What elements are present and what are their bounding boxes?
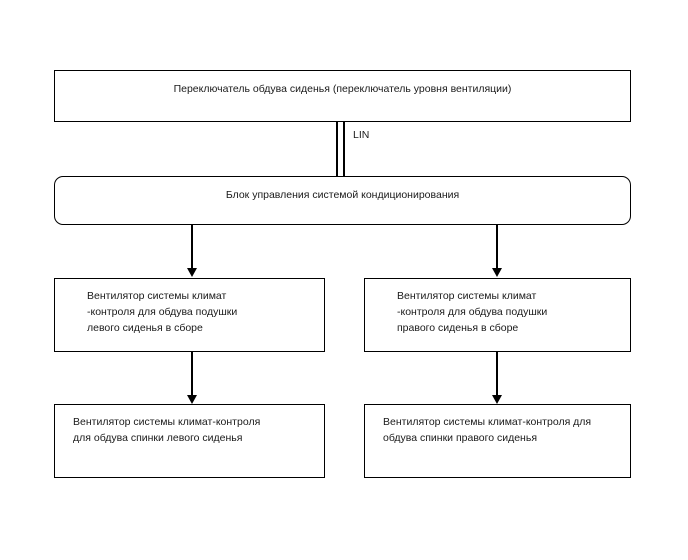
lin-bus-line-right	[343, 122, 346, 177]
arrow-control-to-left-cushion-line	[191, 225, 193, 269]
lin-bus-label: LIN	[353, 129, 370, 141]
node-right-seat-cushion-fan: Вентилятор системы климат -контроля для …	[364, 278, 631, 352]
node-right-seat-back-fan: Вентилятор системы климат-контроля для о…	[364, 404, 631, 478]
node-left-seat-cushion-fan-label: Вентилятор системы климат -контроля для …	[87, 290, 238, 334]
arrow-control-to-right-cushion-line	[496, 225, 498, 269]
arrow-control-to-right-cushion-head	[492, 268, 502, 277]
arrow-right-cushion-to-right-back-line	[496, 352, 498, 396]
node-left-seat-cushion-fan: Вентилятор системы климат -контроля для …	[54, 278, 325, 352]
arrow-control-to-left-cushion-head	[187, 268, 197, 277]
node-right-seat-cushion-fan-label: Вентилятор системы климат -контроля для …	[397, 290, 548, 334]
arrow-right-cushion-to-right-back-head	[492, 395, 502, 404]
lin-bus-line-left	[336, 122, 339, 177]
node-ac-control-unit: Блок управления системой кондиционирован…	[54, 176, 631, 225]
node-left-seat-back-fan: Вентилятор системы климат-контроля для о…	[54, 404, 325, 478]
node-left-seat-back-fan-label: Вентилятор системы климат-контроля для о…	[73, 416, 261, 444]
arrow-left-cushion-to-left-back-head	[187, 395, 197, 404]
arrow-left-cushion-to-left-back-line	[191, 352, 193, 396]
node-ac-control-unit-label: Блок управления системой кондиционирован…	[225, 189, 460, 201]
node-seat-blower-switch: Переключатель обдува сиденья (переключат…	[54, 70, 631, 122]
node-seat-blower-switch-label: Переключатель обдува сиденья (переключат…	[173, 83, 512, 95]
node-right-seat-back-fan-label: Вентилятор системы климат-контроля для о…	[383, 416, 592, 444]
